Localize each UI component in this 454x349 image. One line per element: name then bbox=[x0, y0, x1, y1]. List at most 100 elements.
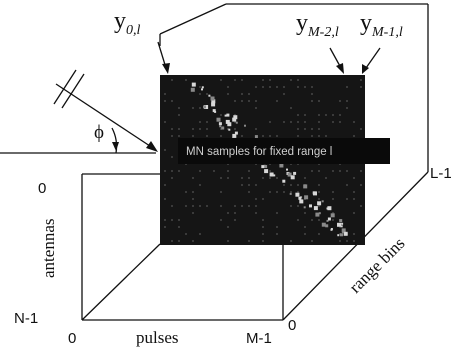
sample-pixel bbox=[332, 198, 334, 200]
sample-pixel bbox=[290, 121, 292, 123]
sample-pixel bbox=[220, 79, 222, 81]
sample-pixel bbox=[317, 201, 322, 206]
sample-pixel bbox=[337, 222, 341, 227]
angle-arc bbox=[111, 127, 118, 154]
sample-pixel bbox=[295, 192, 300, 197]
sample-pixel bbox=[164, 121, 166, 123]
sample-pixel bbox=[214, 110, 217, 113]
sample-pixel bbox=[332, 219, 334, 221]
sample-pixel bbox=[304, 226, 306, 228]
sample-pixel bbox=[225, 119, 230, 124]
sample-pixel bbox=[318, 198, 320, 200]
sample-pixel bbox=[164, 100, 166, 102]
sample-pixel bbox=[220, 219, 222, 221]
sample-pixel bbox=[318, 191, 320, 193]
sample-pixel bbox=[190, 87, 195, 92]
sample-pixel bbox=[264, 165, 268, 168]
sample-pixel bbox=[192, 135, 194, 137]
phi-label: ϕ bbox=[94, 122, 104, 143]
sample-pixel bbox=[318, 170, 320, 172]
sample-pixel bbox=[227, 170, 229, 172]
sample-pixel bbox=[318, 233, 320, 235]
sample-pixel bbox=[339, 240, 341, 242]
sample-pixel bbox=[206, 121, 208, 123]
sample-pixel bbox=[212, 109, 216, 113]
sample-pixel bbox=[201, 88, 203, 91]
sample-pixel bbox=[192, 198, 194, 200]
sample-pixel bbox=[244, 124, 246, 127]
sample-pixel bbox=[342, 231, 345, 234]
sample-pixel bbox=[234, 219, 236, 221]
sample-pixel bbox=[164, 184, 166, 186]
sample-pixel bbox=[340, 233, 343, 237]
sample-pixel bbox=[185, 191, 187, 193]
sample-pixel bbox=[227, 86, 229, 88]
cube-edge bbox=[81, 243, 161, 321]
sample-pixel bbox=[192, 205, 194, 207]
sample-pixel bbox=[171, 177, 173, 179]
cube-back-face bbox=[159, 3, 429, 172]
sample-pixel bbox=[248, 205, 250, 207]
sample-pixel bbox=[283, 191, 285, 193]
sample-pixel bbox=[332, 191, 334, 193]
sample-pixel bbox=[226, 113, 230, 117]
sample-pixel bbox=[227, 226, 229, 228]
sample-pixel bbox=[262, 86, 264, 88]
sample-pixel bbox=[321, 200, 324, 203]
sample-pixel bbox=[171, 100, 173, 102]
sample-pixel bbox=[262, 233, 264, 235]
wavefront-tick bbox=[53, 69, 77, 105]
sample-pixel bbox=[311, 86, 313, 88]
sample-pixel bbox=[234, 100, 236, 102]
sample-pixel bbox=[290, 205, 292, 207]
sample-pixel bbox=[206, 128, 208, 130]
antennas-axis-label: antennas bbox=[39, 219, 58, 278]
cube-edge bbox=[282, 171, 429, 321]
sample-pixel bbox=[269, 135, 271, 137]
sample-pixel bbox=[297, 191, 299, 193]
sample-pixel bbox=[171, 79, 173, 81]
incident-arrowhead bbox=[146, 141, 158, 152]
sample-pixel bbox=[227, 128, 229, 130]
sample-pixel bbox=[318, 205, 320, 207]
sample-pixel bbox=[262, 219, 264, 221]
sample-pixel bbox=[269, 172, 274, 177]
sample-pixel bbox=[220, 191, 222, 193]
sample-pixel bbox=[339, 226, 341, 228]
sample-pixel bbox=[254, 135, 258, 139]
sample-pixel bbox=[346, 170, 348, 172]
sample-pixel bbox=[311, 170, 313, 172]
sample-pixel bbox=[298, 196, 302, 200]
sample-pixel bbox=[332, 121, 334, 123]
sample-pixel bbox=[171, 170, 173, 172]
sample-pixel bbox=[276, 177, 278, 179]
sample-pixel bbox=[199, 86, 201, 88]
sample-pixel bbox=[311, 219, 313, 221]
sample-pixel bbox=[297, 121, 299, 123]
sample-pixel bbox=[248, 93, 250, 95]
sample-pixel bbox=[282, 179, 286, 183]
sample-pixel bbox=[330, 213, 335, 218]
sample-pixel bbox=[326, 207, 329, 210]
y-m2-l-label: yM-2,l bbox=[296, 10, 339, 40]
sample-pixel bbox=[264, 169, 269, 174]
sample-pixel bbox=[248, 170, 250, 172]
sample-pixel bbox=[318, 212, 321, 215]
cube-front-face bbox=[81, 173, 284, 321]
sample-pixel bbox=[304, 212, 306, 214]
sample-pixel bbox=[290, 175, 295, 180]
sample-pixel bbox=[318, 121, 320, 123]
sample-pixel bbox=[262, 198, 264, 200]
sample-pixel bbox=[311, 93, 313, 95]
sample-pixel bbox=[255, 212, 257, 214]
sample-pixel bbox=[208, 94, 211, 97]
sample-pixel bbox=[255, 107, 257, 109]
sample-pixel bbox=[185, 79, 187, 81]
pulses-axis-label: pulses bbox=[136, 328, 179, 347]
sample-pixel bbox=[279, 163, 284, 168]
range-index-0: 0 bbox=[288, 317, 296, 334]
sample-pixel bbox=[261, 165, 265, 169]
sample-pixel bbox=[164, 198, 166, 200]
sample-pixel bbox=[262, 226, 264, 228]
sample-pixel bbox=[327, 217, 331, 221]
